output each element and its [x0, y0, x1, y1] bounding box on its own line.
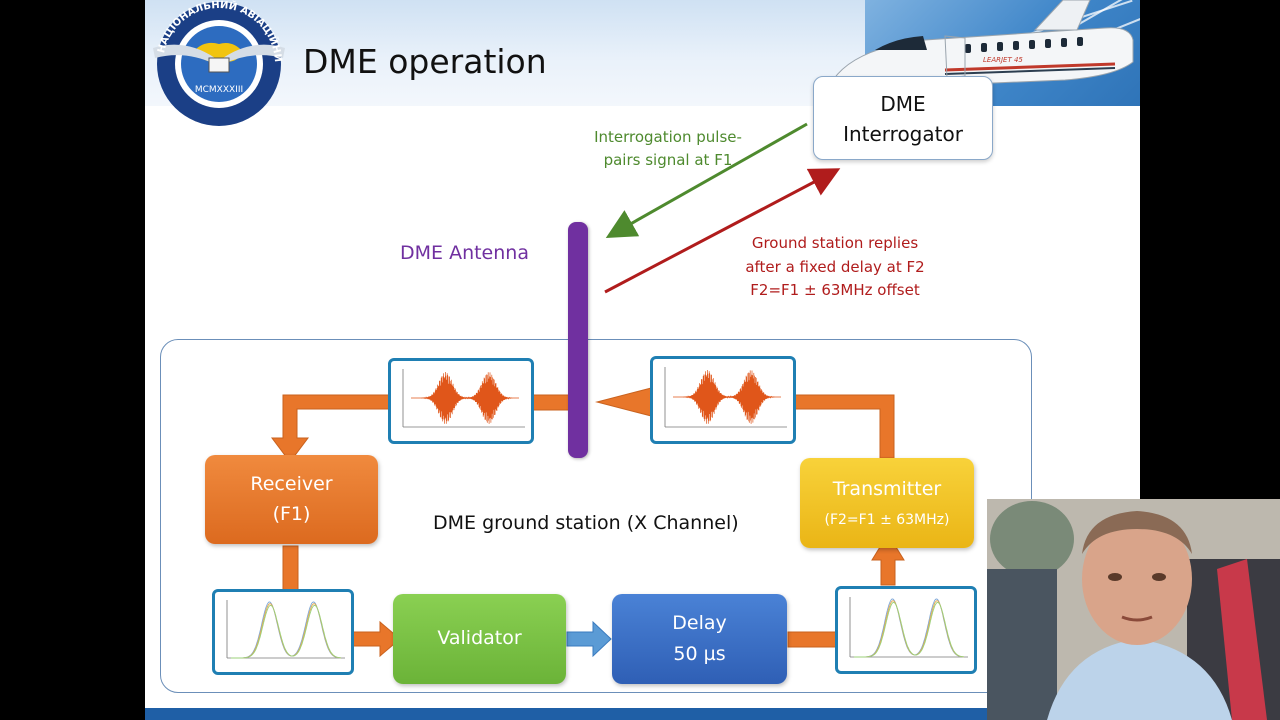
antenna-label: DME Antenna — [400, 242, 529, 264]
plot-axes — [849, 597, 968, 658]
interrogation-text-line2: pairs signal at F1 — [603, 151, 733, 169]
rf-pulse-trace — [411, 371, 519, 424]
validator-block: Validator — [393, 594, 566, 684]
plot-axes — [226, 600, 345, 659]
transmitter-frequency: (F2=F1 ± 63MHz) — [824, 512, 950, 528]
reply-text-line2: after a fixed delay at F2 — [745, 258, 925, 276]
presenter-webcam — [987, 499, 1280, 720]
rf-pulse-trace — [673, 369, 781, 424]
arrow-to-receiver — [271, 394, 390, 463]
reply-text-line3: F2=F1 ± 63MHz offset — [750, 281, 920, 299]
slide: LEARJET 45 НАЦІОНАЛЬНИЙ АВІАЦІЙНИЙ УНІВЕ… — [145, 0, 1140, 720]
slide-footer — [145, 708, 1140, 720]
rf-pulse-thumbnail-right — [650, 356, 796, 444]
envelope-trace — [854, 602, 964, 658]
airplane-tail-text: LEARJET 45 — [983, 56, 1023, 64]
receiver-frequency: (F1) — [272, 503, 311, 525]
rf-pulse-thumbnail-left — [388, 358, 534, 444]
interrogation-text-line1: Interrogation pulse- — [594, 128, 742, 146]
delay-block: Delay 50 µs — [612, 594, 787, 684]
dme-antenna — [568, 222, 588, 458]
transmitter-block: Transmitter (F2=F1 ± 63MHz) — [800, 458, 974, 548]
dme-interrogator-label: DME Interrogator — [843, 92, 963, 146]
arrow-antenna-to-rf-left — [529, 394, 571, 411]
plot-axes — [402, 369, 525, 428]
airplane-image — [832, 0, 1134, 89]
presenter-image — [987, 499, 1280, 720]
reply-arrow — [604, 168, 841, 294]
reply-text-line1: Ground station replies — [751, 234, 919, 252]
ground-station-label: DME ground station (X Channel) — [433, 512, 739, 534]
page-title: DME operation — [303, 42, 547, 81]
receiver-label: Receiver — [250, 473, 333, 495]
university-logo: НАЦІОНАЛЬНИЙ АВІАЦІЙНИЙ УНІВЕРСИТЕТ MCMX… — [145, 0, 285, 126]
envelope-trace — [231, 604, 341, 659]
receiver-block: Receiver (F1) — [205, 455, 378, 544]
signal-arrows — [604, 122, 841, 294]
arrow-to-validator — [350, 620, 401, 658]
plot-axes — [664, 367, 787, 428]
transmitter-label: Transmitter — [832, 478, 942, 500]
arrow-validator-to-delay — [566, 620, 612, 658]
delay-label: Delay — [672, 612, 727, 634]
validator-label: Validator — [437, 627, 522, 649]
arrow-delay-to-envelope — [787, 631, 837, 648]
dme-interrogator-box: DME Interrogator — [813, 76, 993, 160]
arrow-receiver-down — [282, 545, 299, 591]
envelope-thumbnail-right — [835, 586, 977, 674]
interrogation-arrow — [605, 122, 808, 238]
logo-year: MCMXXXIII — [195, 85, 243, 95]
envelope-thumbnail-left — [212, 589, 354, 675]
delay-value: 50 µs — [673, 643, 726, 665]
